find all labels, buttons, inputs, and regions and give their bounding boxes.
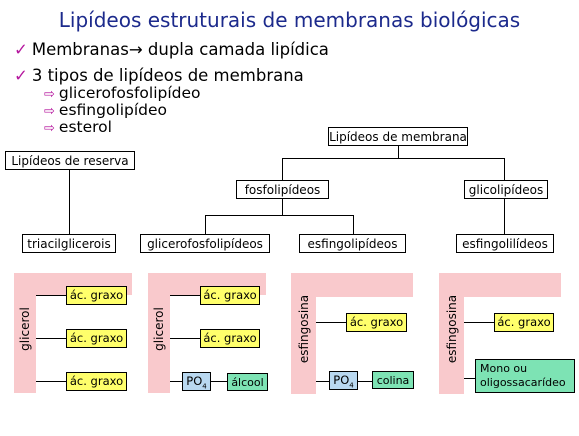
- arrow-right-icon: ⇨: [44, 104, 55, 119]
- node-lipideos-membrana: Lipídeos de membrana: [328, 127, 468, 146]
- node-esfingolilideos: esfingolilídeos: [456, 234, 554, 253]
- connector-line: [205, 215, 206, 235]
- subitem-text: esterol: [58, 118, 112, 136]
- bond-line: [170, 381, 182, 382]
- connector-line: [282, 199, 283, 215]
- page-title: Lipídeos estruturais de membranas biológ…: [58, 8, 521, 32]
- backbone-bar: [148, 273, 170, 393]
- connector-line: [398, 146, 399, 158]
- phosphate-subscript: 4: [202, 382, 207, 391]
- bond-line: [358, 381, 372, 382]
- alcohol-box: álcool: [227, 373, 268, 391]
- arrow-right-icon: ⇨: [44, 87, 55, 102]
- arrow-right-icon: ⇨: [44, 121, 55, 136]
- node-esfingolipideos: esfingolipídeos: [299, 234, 406, 253]
- phosphate-box: PO4: [182, 372, 211, 391]
- bond-line: [464, 322, 494, 323]
- node-triacilglicerois: triacilglicerois: [22, 234, 116, 253]
- connector-line: [205, 215, 353, 216]
- phosphate-label: PO: [186, 374, 203, 388]
- backbone-bar: [291, 273, 316, 394]
- bond-line: [170, 338, 200, 339]
- backbone-label: glicerol: [18, 307, 32, 351]
- bond-line: [170, 295, 200, 296]
- bond-line: [316, 381, 329, 382]
- connector-line: [282, 158, 504, 159]
- subitem-text: glicerofosfolipídeo: [58, 84, 201, 102]
- arrow-icon: →: [128, 40, 143, 59]
- choline-box: colina: [372, 371, 414, 389]
- check-icon: ✓: [14, 40, 28, 59]
- fatty-acid-box: ác. graxo: [66, 372, 127, 391]
- bond-line: [36, 338, 66, 339]
- bond-line: [316, 322, 346, 323]
- bond-line: [36, 381, 66, 382]
- backbone-label: glicerol: [152, 307, 166, 351]
- fatty-acid-box: ác. graxo: [200, 329, 260, 348]
- subitem: ⇨esterol: [44, 118, 112, 136]
- connector-line: [504, 199, 505, 235]
- fatty-acid-box: ác. graxo: [66, 329, 127, 348]
- subitem: ⇨esfingolipídeo: [44, 101, 167, 119]
- node-lipideos-reserva: Lipídeos de reserva: [5, 151, 135, 170]
- subitem: ⇨glicerofosfolipídeo: [44, 84, 201, 102]
- bond-line: [36, 295, 66, 296]
- connector-line: [69, 170, 70, 235]
- bullet-membranas: ✓Membranas→ dupla camada lipídica: [14, 40, 329, 59]
- connector-line: [504, 158, 505, 180]
- phosphate-subscript: 4: [349, 381, 354, 390]
- check-icon: ✓: [14, 66, 28, 85]
- node-glicolipideos: glicolipídeos: [464, 180, 548, 199]
- fatty-acid-box: ác. graxo: [200, 286, 260, 305]
- phosphate-box: PO4: [329, 371, 358, 390]
- fatty-acid-box: ác. graxo: [346, 313, 407, 332]
- fatty-acid-box: ác. graxo: [66, 286, 127, 305]
- backbone-label: esfingosina: [445, 294, 459, 364]
- fatty-acid-box: ác. graxo: [494, 313, 554, 332]
- phosphate-label: PO: [333, 373, 350, 387]
- bond-line: [211, 381, 227, 382]
- sugar-box: Mono ou oligossacarídeo: [475, 359, 575, 393]
- bullet-text: 3 tipos de lipídeos de membrana: [31, 66, 304, 85]
- bullet-rest: dupla camada lipídica: [142, 40, 329, 59]
- bond-line: [464, 378, 475, 379]
- connector-line: [282, 158, 283, 180]
- backbone-bar: [14, 273, 36, 393]
- bullet-text: Membranas: [31, 40, 129, 59]
- backbone-bar: [439, 273, 464, 394]
- node-fosfolipideos: fosfolipídeos: [236, 180, 329, 199]
- connector-line: [353, 215, 354, 235]
- subitem-text: esfingolipídeo: [58, 101, 168, 119]
- bullet-tipos: ✓3 tipos de lipídeos de membrana: [14, 66, 304, 85]
- node-glicerofosfolipideos: glicerofosfolipídeos: [140, 234, 270, 253]
- backbone-label: esfingosina: [297, 294, 311, 364]
